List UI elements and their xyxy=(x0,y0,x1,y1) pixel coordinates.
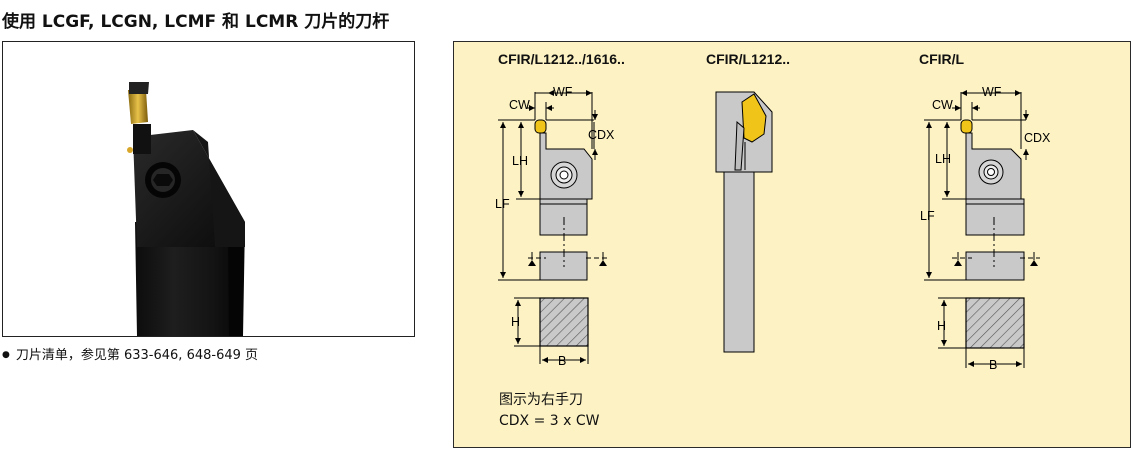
left-drawing xyxy=(498,90,609,364)
label-cw-right: CW xyxy=(932,98,953,112)
diagram-caption: 图示为右手刀 CDX = 3 x CW xyxy=(499,390,600,432)
insert-icon xyxy=(960,119,973,134)
label-wf-right: WF xyxy=(982,85,1002,99)
insert-icon xyxy=(534,119,547,134)
middle-drawing xyxy=(715,91,773,353)
dimension-diagram-panel: CFIR/L1212../1616.. CFIR/L1212.. CFIR/L xyxy=(453,41,1131,448)
note-text: 刀片清单，参见第 633-646, 648-649 页 xyxy=(15,348,259,363)
label-lf-left: LF xyxy=(495,197,510,211)
diagram-title-left: CFIR/L1212../1616.. xyxy=(498,51,625,67)
product-photo xyxy=(2,41,415,337)
label-wf-left: WF xyxy=(553,85,573,99)
label-cw-left: CW xyxy=(509,98,530,112)
label-b-left: B xyxy=(558,354,566,368)
dimension-drawings: CW WF CDX LH LF H B xyxy=(495,85,1051,372)
caption-line-2: CDX = 3 x CW xyxy=(499,413,600,429)
label-h-left: H xyxy=(511,315,520,329)
caption-line-1: 图示为右手刀 xyxy=(499,392,583,408)
insert-list-note: ● 刀片清单，参见第 633-646, 648-649 页 xyxy=(2,344,258,363)
label-cdx-right: CDX xyxy=(1024,131,1051,145)
label-lf-right: LF xyxy=(920,209,935,223)
toolholder-image xyxy=(127,82,245,336)
bullet-icon: ● xyxy=(2,350,10,360)
label-h-right: H xyxy=(937,319,946,333)
label-lh-right: LH xyxy=(935,152,951,166)
diagram-title-middle: CFIR/L1212.. xyxy=(706,51,791,67)
label-b-right: B xyxy=(989,358,997,372)
diagram-title-right: CFIR/L xyxy=(919,51,965,67)
label-cdx-left: CDX xyxy=(588,128,615,142)
label-lh-left: LH xyxy=(512,154,528,168)
right-drawing xyxy=(924,90,1040,368)
page-title: 使用 LCGF, LCGN, LCMF 和 LCMR 刀片的刀杆 xyxy=(2,12,390,32)
